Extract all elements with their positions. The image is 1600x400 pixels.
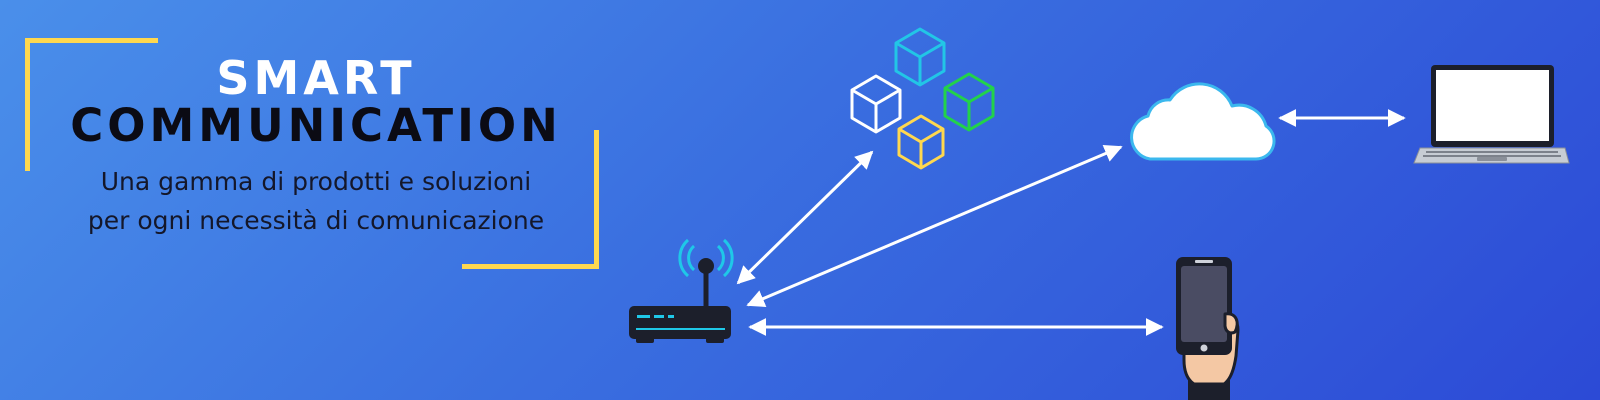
subtitle-line-1: Una gamma di prodotti e soluzioni [100, 167, 532, 196]
title-smart: SMART [216, 51, 416, 105]
cube-green [943, 72, 995, 132]
blockchain-cubes-icon [850, 27, 995, 170]
cube-white [850, 74, 902, 134]
laptop-icon [1413, 65, 1570, 164]
cloud-icon [1130, 82, 1276, 161]
arrow-router-cloud [746, 145, 1123, 307]
yellow-bracket-bottom-right [462, 130, 599, 269]
yellow-bracket-top-left [25, 38, 158, 171]
router-icon [629, 238, 734, 343]
cube-yellow [897, 114, 945, 170]
title-communication: COMMUNICATION [70, 99, 562, 152]
cube-cyan [894, 27, 946, 87]
subtitle-line-2: per ogni necessità di comunicazione [87, 206, 545, 235]
smartphone-in-hand-icon [1176, 257, 1240, 400]
arrow-router-cubes [736, 150, 874, 285]
